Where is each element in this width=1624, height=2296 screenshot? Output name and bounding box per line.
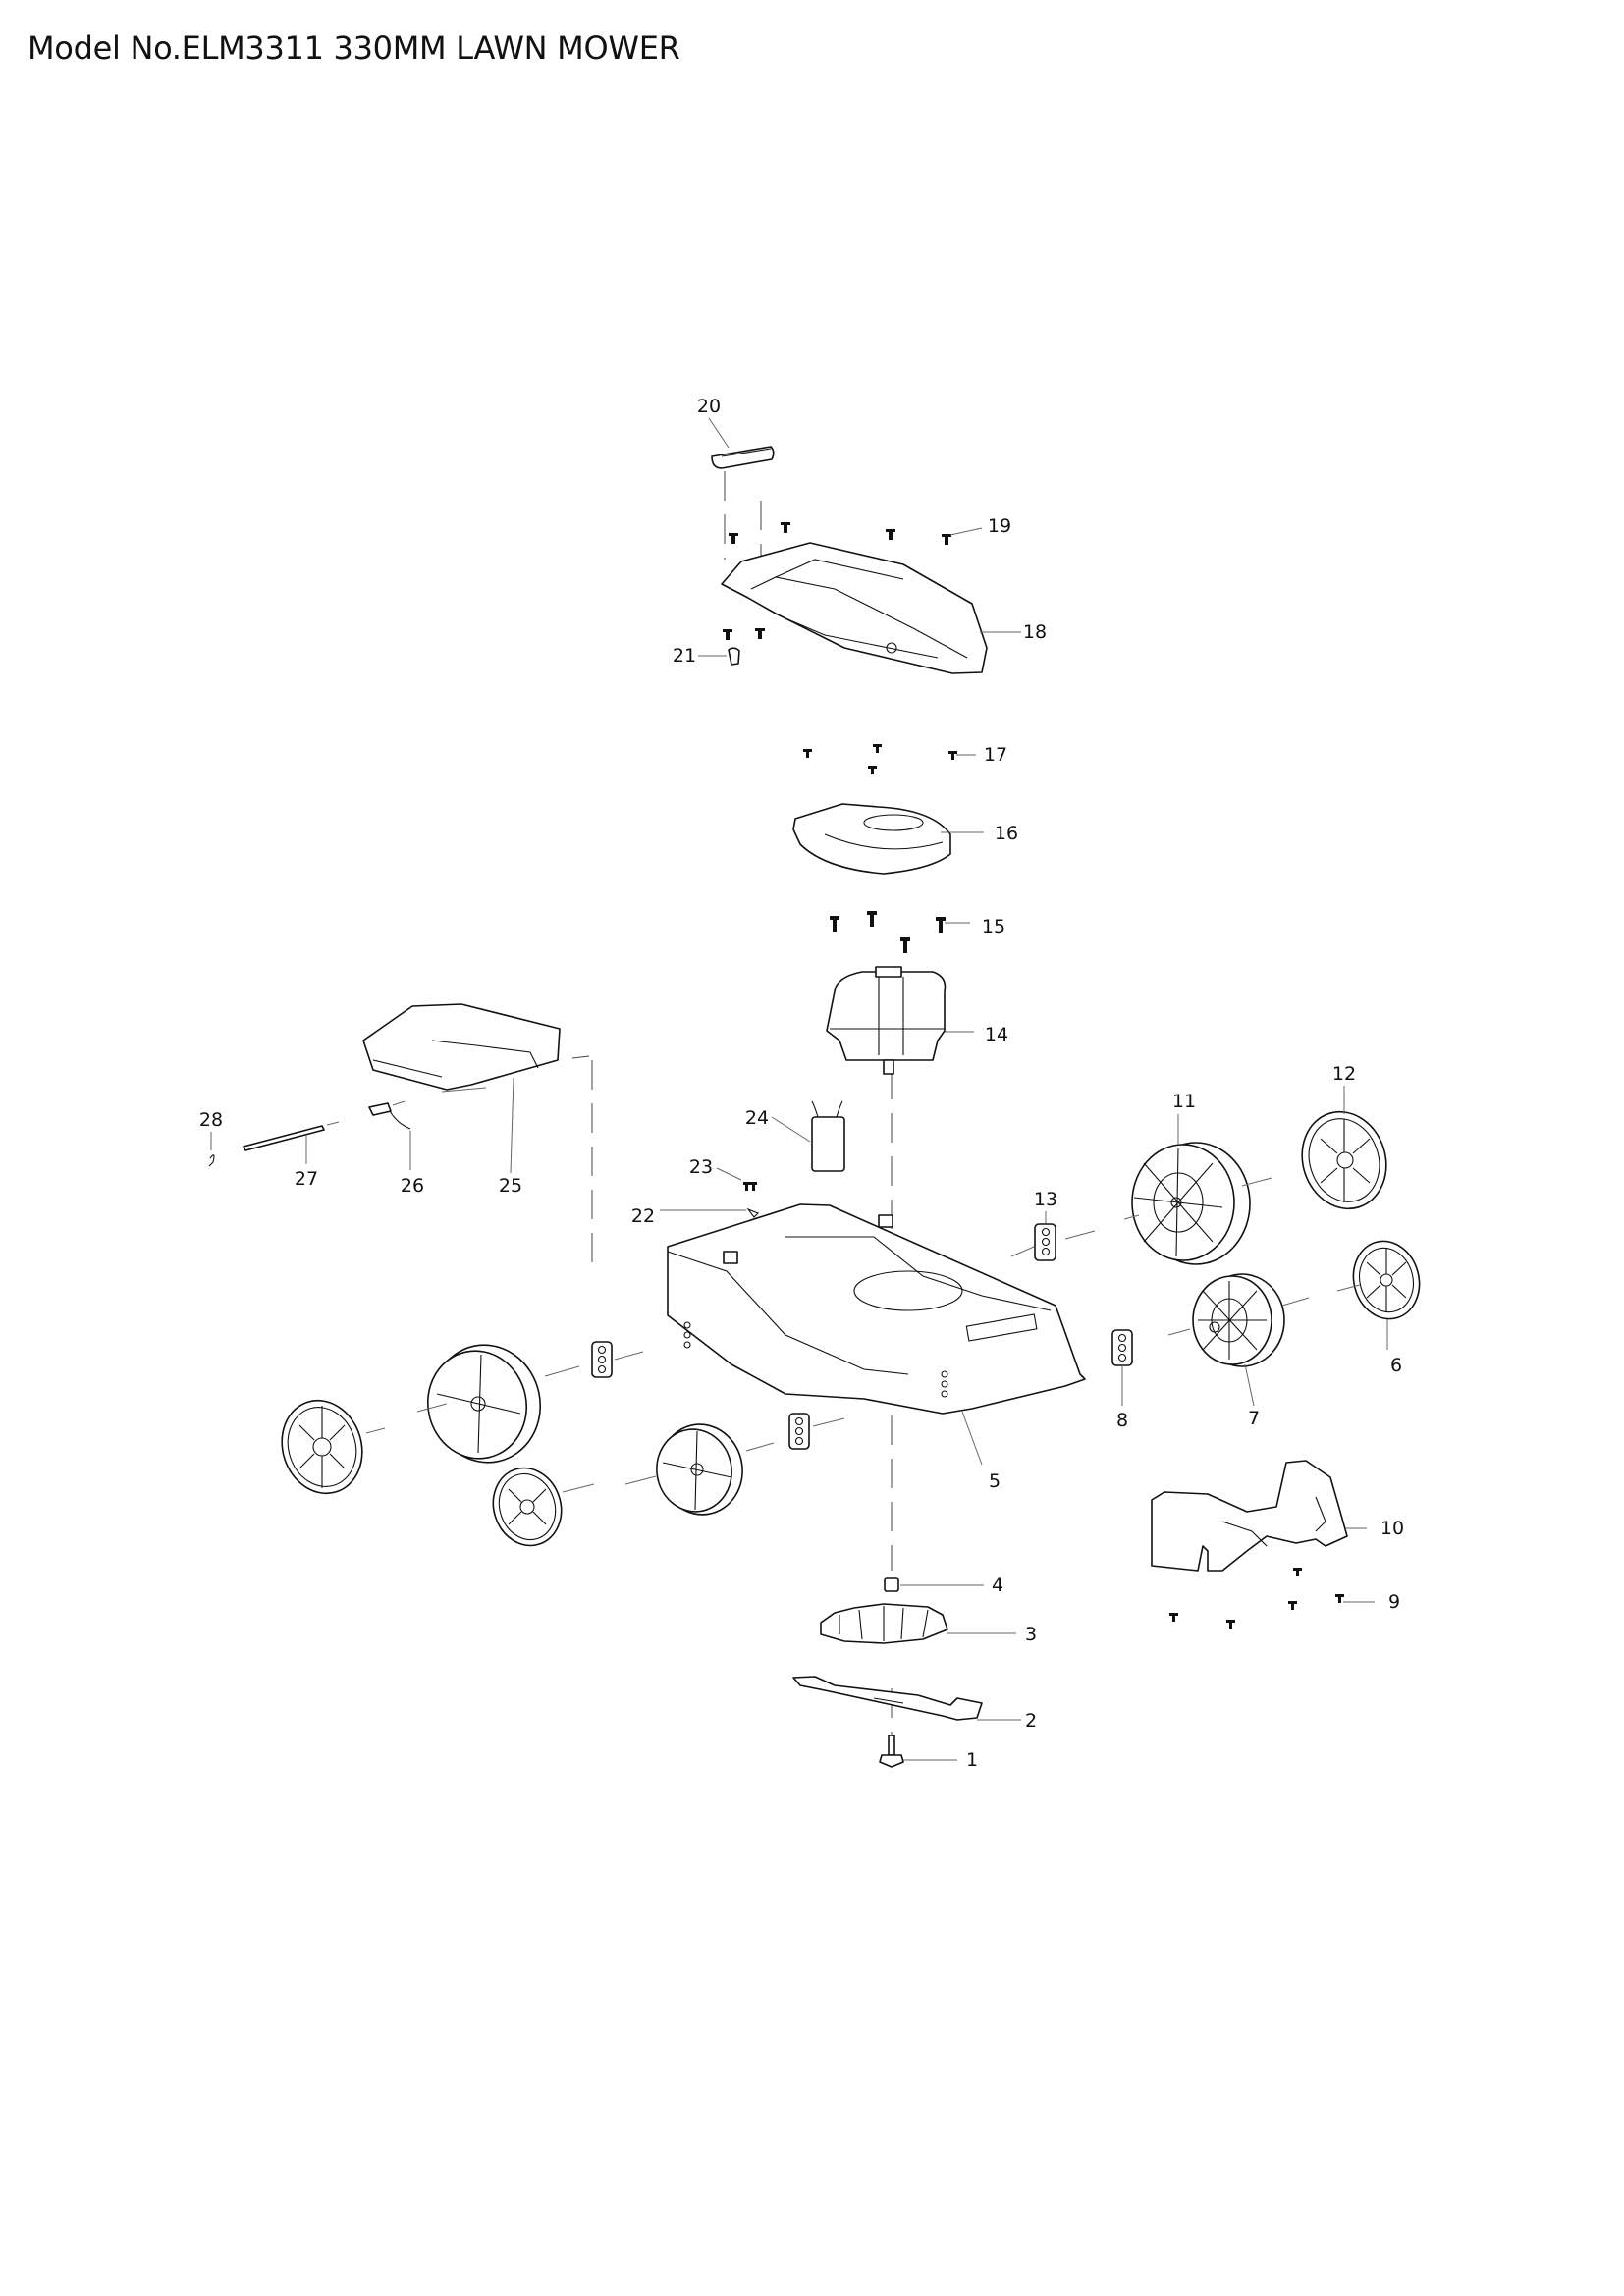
rear-axle-plate-left bbox=[591, 1341, 644, 1378]
part-5-deck bbox=[667, 1203, 1086, 1466]
callout-12: 12 bbox=[1331, 1063, 1357, 1085]
part-8-axle-plate bbox=[1111, 1329, 1133, 1406]
part-15-screws bbox=[830, 911, 970, 953]
part-28-r-clip bbox=[208, 1132, 215, 1167]
part-23-screws bbox=[716, 1167, 757, 1191]
part-25-rear-flap bbox=[362, 1003, 590, 1174]
callout-11: 11 bbox=[1171, 1091, 1197, 1112]
part-4-nut bbox=[884, 1577, 984, 1592]
callout-18: 18 bbox=[1022, 621, 1048, 643]
callout-10: 10 bbox=[1380, 1518, 1405, 1539]
callout-14: 14 bbox=[984, 1024, 1009, 1045]
part-14-motor bbox=[826, 966, 974, 1075]
front-small-hubcap-left bbox=[492, 1467, 595, 1547]
part-26-torsion-spring bbox=[368, 1100, 411, 1170]
callout-9: 9 bbox=[1387, 1591, 1401, 1613]
callout-19: 19 bbox=[987, 515, 1012, 537]
part-16-motor-cover bbox=[792, 803, 984, 875]
callout-22: 22 bbox=[630, 1205, 656, 1227]
part-20-handle-bracket bbox=[708, 417, 775, 469]
part-3-fan bbox=[820, 1603, 1016, 1644]
callout-1: 1 bbox=[965, 1749, 979, 1771]
callout-17: 17 bbox=[983, 744, 1008, 766]
part-1-blade-bolt bbox=[879, 1735, 957, 1768]
part-22-cable-clamp bbox=[660, 1207, 759, 1218]
part-13-axle-plate bbox=[1010, 1211, 1096, 1261]
callout-24: 24 bbox=[744, 1107, 770, 1129]
callout-26: 26 bbox=[400, 1175, 425, 1197]
callout-25: 25 bbox=[498, 1175, 523, 1197]
callout-15: 15 bbox=[981, 916, 1006, 937]
callout-20: 20 bbox=[696, 396, 722, 417]
callout-13: 13 bbox=[1033, 1189, 1058, 1210]
callout-5: 5 bbox=[988, 1470, 1001, 1492]
callout-3: 3 bbox=[1024, 1624, 1038, 1645]
front-small-wheel-left bbox=[624, 1423, 775, 1516]
rear-large-wheel-left bbox=[416, 1344, 580, 1464]
callout-4: 4 bbox=[991, 1575, 1004, 1596]
front-axle-plate-left bbox=[788, 1413, 845, 1450]
part-12-large-hubcap bbox=[1301, 1086, 1387, 1210]
part-6-small-hubcap bbox=[1336, 1240, 1421, 1350]
callout-8: 8 bbox=[1115, 1410, 1129, 1431]
part-17-screws bbox=[803, 744, 976, 774]
callout-23: 23 bbox=[688, 1156, 714, 1178]
callout-2: 2 bbox=[1024, 1710, 1038, 1732]
part-11-large-wheel bbox=[1123, 1114, 1272, 1265]
part-10-rear-cover bbox=[1151, 1460, 1367, 1572]
callout-28: 28 bbox=[198, 1109, 224, 1131]
part-27-flap-rod bbox=[243, 1121, 340, 1164]
part-2-blade bbox=[792, 1676, 1021, 1721]
document-title: Model No.ELM3311 330MM LAWN MOWER bbox=[27, 29, 680, 67]
callout-27: 27 bbox=[294, 1168, 319, 1190]
part-9-screws bbox=[1169, 1568, 1375, 1629]
part-19-screws bbox=[729, 522, 983, 545]
callout-7: 7 bbox=[1247, 1408, 1261, 1429]
part-7-small-wheel bbox=[1167, 1273, 1310, 1407]
part-24-capacitor bbox=[771, 1100, 845, 1172]
callout-21: 21 bbox=[672, 645, 697, 667]
part-18-top-cover bbox=[721, 542, 1021, 674]
rear-large-hubcap-left bbox=[281, 1399, 386, 1495]
part-21-clip bbox=[698, 628, 765, 666]
callout-16: 16 bbox=[994, 823, 1019, 844]
assembly-axis bbox=[591, 471, 893, 1747]
callout-6: 6 bbox=[1389, 1355, 1403, 1376]
